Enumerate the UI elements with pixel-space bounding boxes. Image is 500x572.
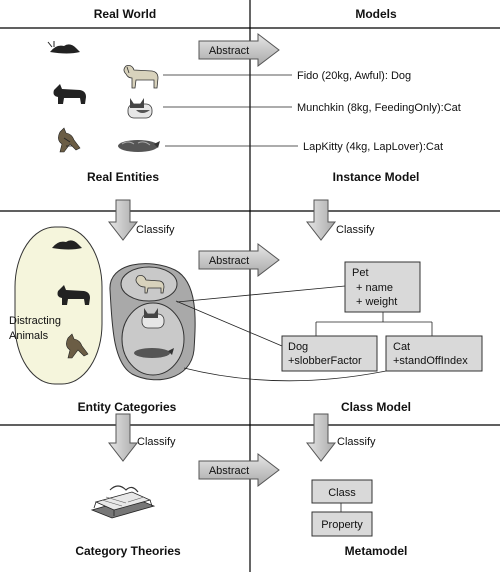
property-meta-box: Property bbox=[311, 511, 373, 537]
snail-icon bbox=[52, 240, 82, 250]
classify-label-right-row3: Classify bbox=[337, 436, 376, 448]
instance-fido: Fido (20kg, Awful): Dog bbox=[297, 70, 411, 82]
section-title-metamodel: Metamodel bbox=[345, 544, 408, 558]
cat-icon bbox=[127, 98, 153, 119]
abstract-arrow-row2: Abstract bbox=[198, 242, 280, 278]
class-connectors bbox=[175, 285, 433, 382]
classify-arrow-right-row3 bbox=[305, 413, 337, 462]
abstract-label: Abstract bbox=[209, 255, 249, 267]
dog-icon bbox=[123, 65, 159, 89]
classify-arrow-left-row2 bbox=[107, 199, 139, 241]
classify-label-right-row2: Classify bbox=[336, 224, 375, 236]
cat-attr-standoff: +standOffIndex bbox=[393, 355, 468, 367]
pet-class-box: Pet + name + weight bbox=[344, 261, 421, 313]
abstract-label: Abstract bbox=[209, 45, 249, 57]
instance-lapkitty: LapKitty (4kg, LapLover):Cat bbox=[303, 141, 443, 153]
section-title-instance-model: Instance Model bbox=[333, 170, 420, 184]
abstract-arrow-row3: Abstract bbox=[198, 452, 280, 488]
scottie-dog-icon bbox=[57, 285, 90, 305]
instance-munchkin: Munchkin (8kg, FeedingOnly):Cat bbox=[297, 102, 461, 114]
distracting-label-line1: Distracting bbox=[9, 315, 61, 327]
section-title-entity-categories: Entity Categories bbox=[78, 400, 177, 414]
scottie-dog-icon bbox=[53, 84, 86, 104]
kitten-icon bbox=[58, 127, 81, 153]
cat-category-region bbox=[121, 302, 185, 376]
column-header-real-world: Real World bbox=[94, 7, 156, 21]
pet-attr-weight: + weight bbox=[356, 296, 397, 308]
cat-class-name: Cat bbox=[393, 341, 410, 353]
dog-attr-slobber: +slobberFactor bbox=[288, 355, 362, 367]
instance-connectors bbox=[163, 74, 298, 147]
snail-icon bbox=[47, 41, 80, 54]
kitten-icon bbox=[66, 333, 89, 359]
meta-property-label: Property bbox=[321, 519, 363, 531]
class-meta-box: Class bbox=[311, 479, 373, 504]
pet-class-name: Pet bbox=[352, 267, 369, 279]
abstract-arrow-row1: Abstract bbox=[198, 32, 280, 68]
classify-arrow-right-row2 bbox=[305, 199, 337, 241]
dog-icon bbox=[135, 275, 165, 294]
meta-class-label: Class bbox=[328, 487, 356, 499]
dog-class-box: Dog +slobberFactor bbox=[281, 335, 378, 372]
classify-label-left-row3: Classify bbox=[137, 436, 176, 448]
section-title-class-model: Class Model bbox=[341, 400, 411, 414]
book-icon bbox=[90, 485, 156, 519]
cat-class-box: Cat +standOffIndex bbox=[385, 335, 483, 372]
classify-arrow-left-row3 bbox=[107, 413, 139, 462]
distracting-animals-region bbox=[14, 226, 103, 385]
classify-label-left-row2: Classify bbox=[136, 224, 175, 236]
section-title-real-entities: Real Entities bbox=[87, 170, 159, 184]
lying-cat-icon bbox=[134, 348, 174, 358]
cat-icon bbox=[141, 308, 165, 329]
lying-cat-icon bbox=[118, 140, 160, 152]
column-header-models: Models bbox=[355, 7, 397, 21]
abstract-label: Abstract bbox=[209, 465, 249, 477]
section-title-category-theories: Category Theories bbox=[75, 544, 181, 558]
distracting-label-line2: Animals bbox=[9, 330, 49, 342]
dog-class-name: Dog bbox=[288, 341, 308, 353]
pet-attr-name: + name bbox=[356, 282, 393, 294]
